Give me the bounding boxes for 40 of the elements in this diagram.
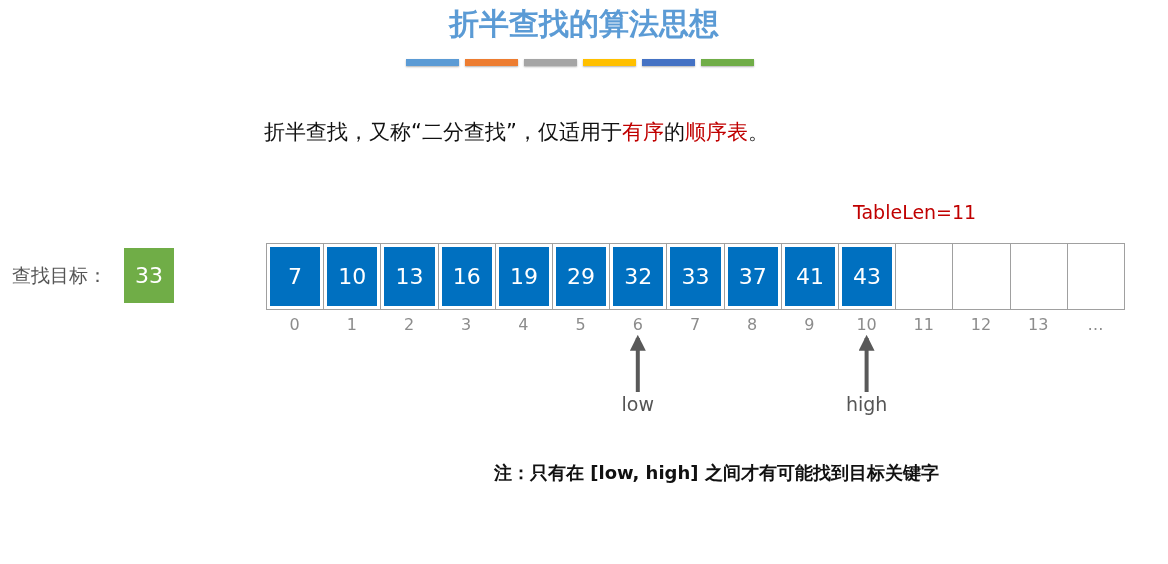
table-length-label: TableLen=11 — [853, 201, 977, 223]
pointer-label: high — [828, 392, 906, 416]
array-index: 0 — [266, 314, 324, 336]
empty-array-cell — [895, 243, 954, 310]
array-cell: 37 — [723, 243, 782, 310]
array-cell: 19 — [494, 243, 553, 310]
empty-array-cell — [952, 243, 1011, 310]
array-cell: 32 — [609, 243, 668, 310]
array-index: 2 — [380, 314, 438, 336]
array-cell: 43 — [838, 243, 897, 310]
array-index: 7 — [666, 314, 724, 336]
array-index: 4 — [494, 314, 552, 336]
array-cell: 33 — [666, 243, 725, 310]
arrow — [858, 334, 875, 392]
array-cell: 29 — [552, 243, 611, 310]
array-index: 13 — [1009, 314, 1067, 336]
arrow — [629, 334, 646, 392]
array-index: 11 — [895, 314, 953, 336]
array-index: 1 — [323, 314, 381, 336]
array-index: 3 — [437, 314, 495, 336]
array-index: 10 — [838, 314, 896, 336]
title: 折半查找的算法思想 — [447, 5, 720, 43]
array-cell: 41 — [780, 243, 839, 310]
target-value: 33 — [124, 248, 174, 303]
array-cell: 7 — [266, 243, 325, 310]
array-cell: 16 — [437, 243, 496, 310]
pointer-label: low — [599, 392, 677, 416]
array-index: 8 — [723, 314, 781, 336]
description-text: 折半查找，又称“二分查找”，仅适用于有序的顺序表。 — [264, 119, 769, 146]
array-index: … — [1066, 314, 1124, 336]
target-label: 查找目标： — [12, 263, 107, 288]
empty-array-cell — [1066, 243, 1125, 310]
array-index: 9 — [780, 314, 838, 336]
array-cell: 10 — [323, 243, 382, 310]
empty-array-cell — [1009, 243, 1068, 310]
array-index: 6 — [609, 314, 667, 336]
array-index: 5 — [552, 314, 610, 336]
array-cell: 13 — [380, 243, 439, 310]
array-index: 12 — [952, 314, 1010, 336]
note-text: 注：只有在 [low, high] 之间才有可能找到目标关键字 — [494, 461, 939, 485]
